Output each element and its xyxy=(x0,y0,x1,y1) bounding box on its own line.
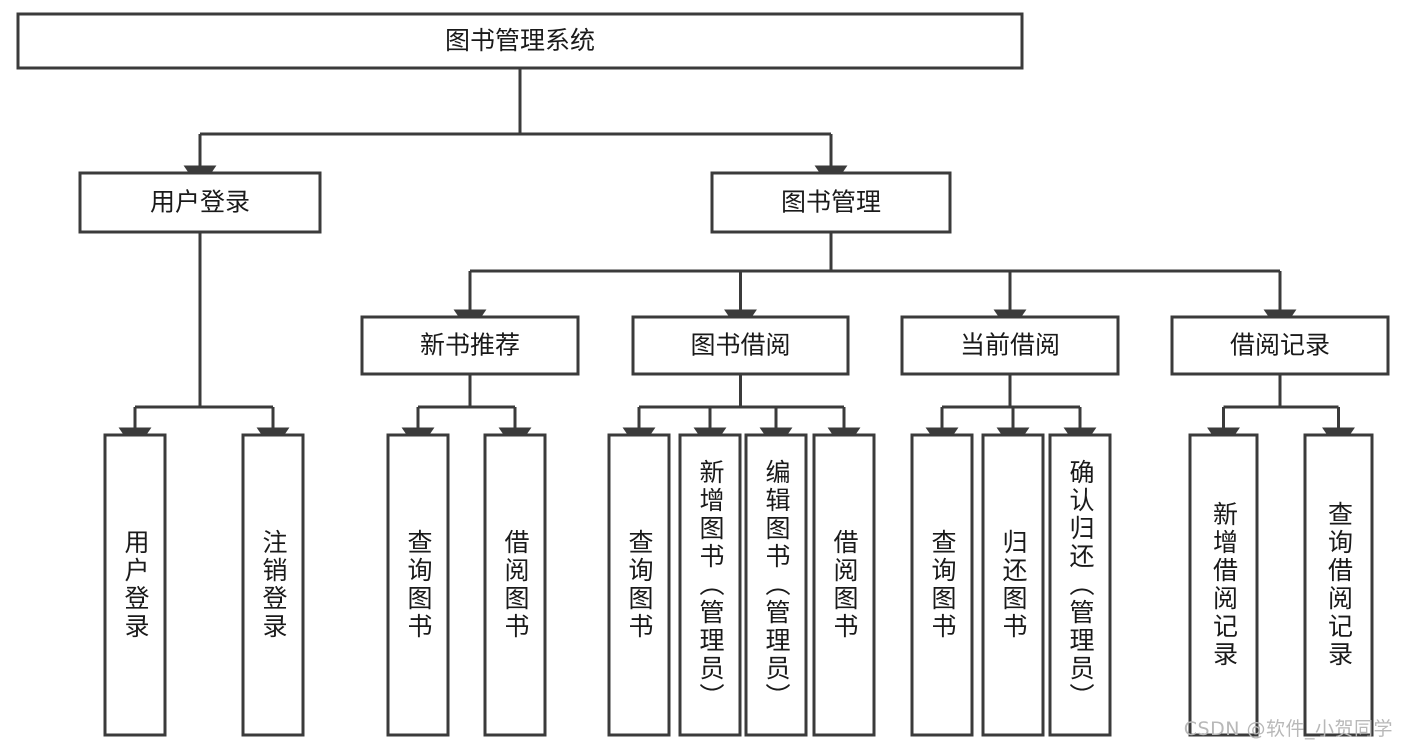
connectors-layer xyxy=(118,68,1355,452)
node-leaf-query-record[interactable] xyxy=(1303,433,1374,737)
node-new-book-recommend[interactable] xyxy=(360,315,580,376)
node-leaf-borrow-book-1[interactable] xyxy=(483,433,547,737)
node-leaf-return-book[interactable] xyxy=(981,433,1045,737)
node-leaf-add-book[interactable] xyxy=(678,433,742,737)
node-root-label: 图书管理系统 xyxy=(445,26,595,55)
node-leaf-logout[interactable] xyxy=(241,433,305,737)
node-leaf-query-book-1[interactable] xyxy=(386,433,450,737)
node-leaf-query-book-2[interactable] xyxy=(607,433,671,737)
node-leaf-user-login[interactable] xyxy=(103,433,167,737)
node-leaf-edit-book[interactable] xyxy=(744,433,808,737)
watermark-text: CSDN @软件_小贺同学 xyxy=(1183,718,1393,740)
node-borrow-record[interactable] xyxy=(1170,315,1390,376)
node-new-book-recommend-label: 新书推荐 xyxy=(420,331,520,360)
node-current-borrow-label: 当前借阅 xyxy=(960,331,1060,360)
node-user-login-label: 用户登录 xyxy=(150,188,250,217)
node-borrow-record-label: 借阅记录 xyxy=(1230,331,1330,360)
node-current-borrow[interactable] xyxy=(900,315,1120,376)
node-book-manage[interactable] xyxy=(710,171,952,234)
node-leaf-confirm-return[interactable] xyxy=(1048,433,1112,737)
boxes-layer xyxy=(16,12,1390,737)
node-leaf-query-book-3[interactable] xyxy=(910,433,974,737)
node-book-borrow[interactable] xyxy=(631,315,850,376)
node-user-login[interactable] xyxy=(78,171,322,234)
node-book-borrow-label: 图书借阅 xyxy=(690,331,790,360)
node-root[interactable] xyxy=(16,12,1024,70)
node-book-manage-label: 图书管理 xyxy=(781,188,881,217)
node-leaf-borrow-book-2[interactable] xyxy=(812,433,876,737)
node-leaf-add-record[interactable] xyxy=(1188,433,1259,737)
